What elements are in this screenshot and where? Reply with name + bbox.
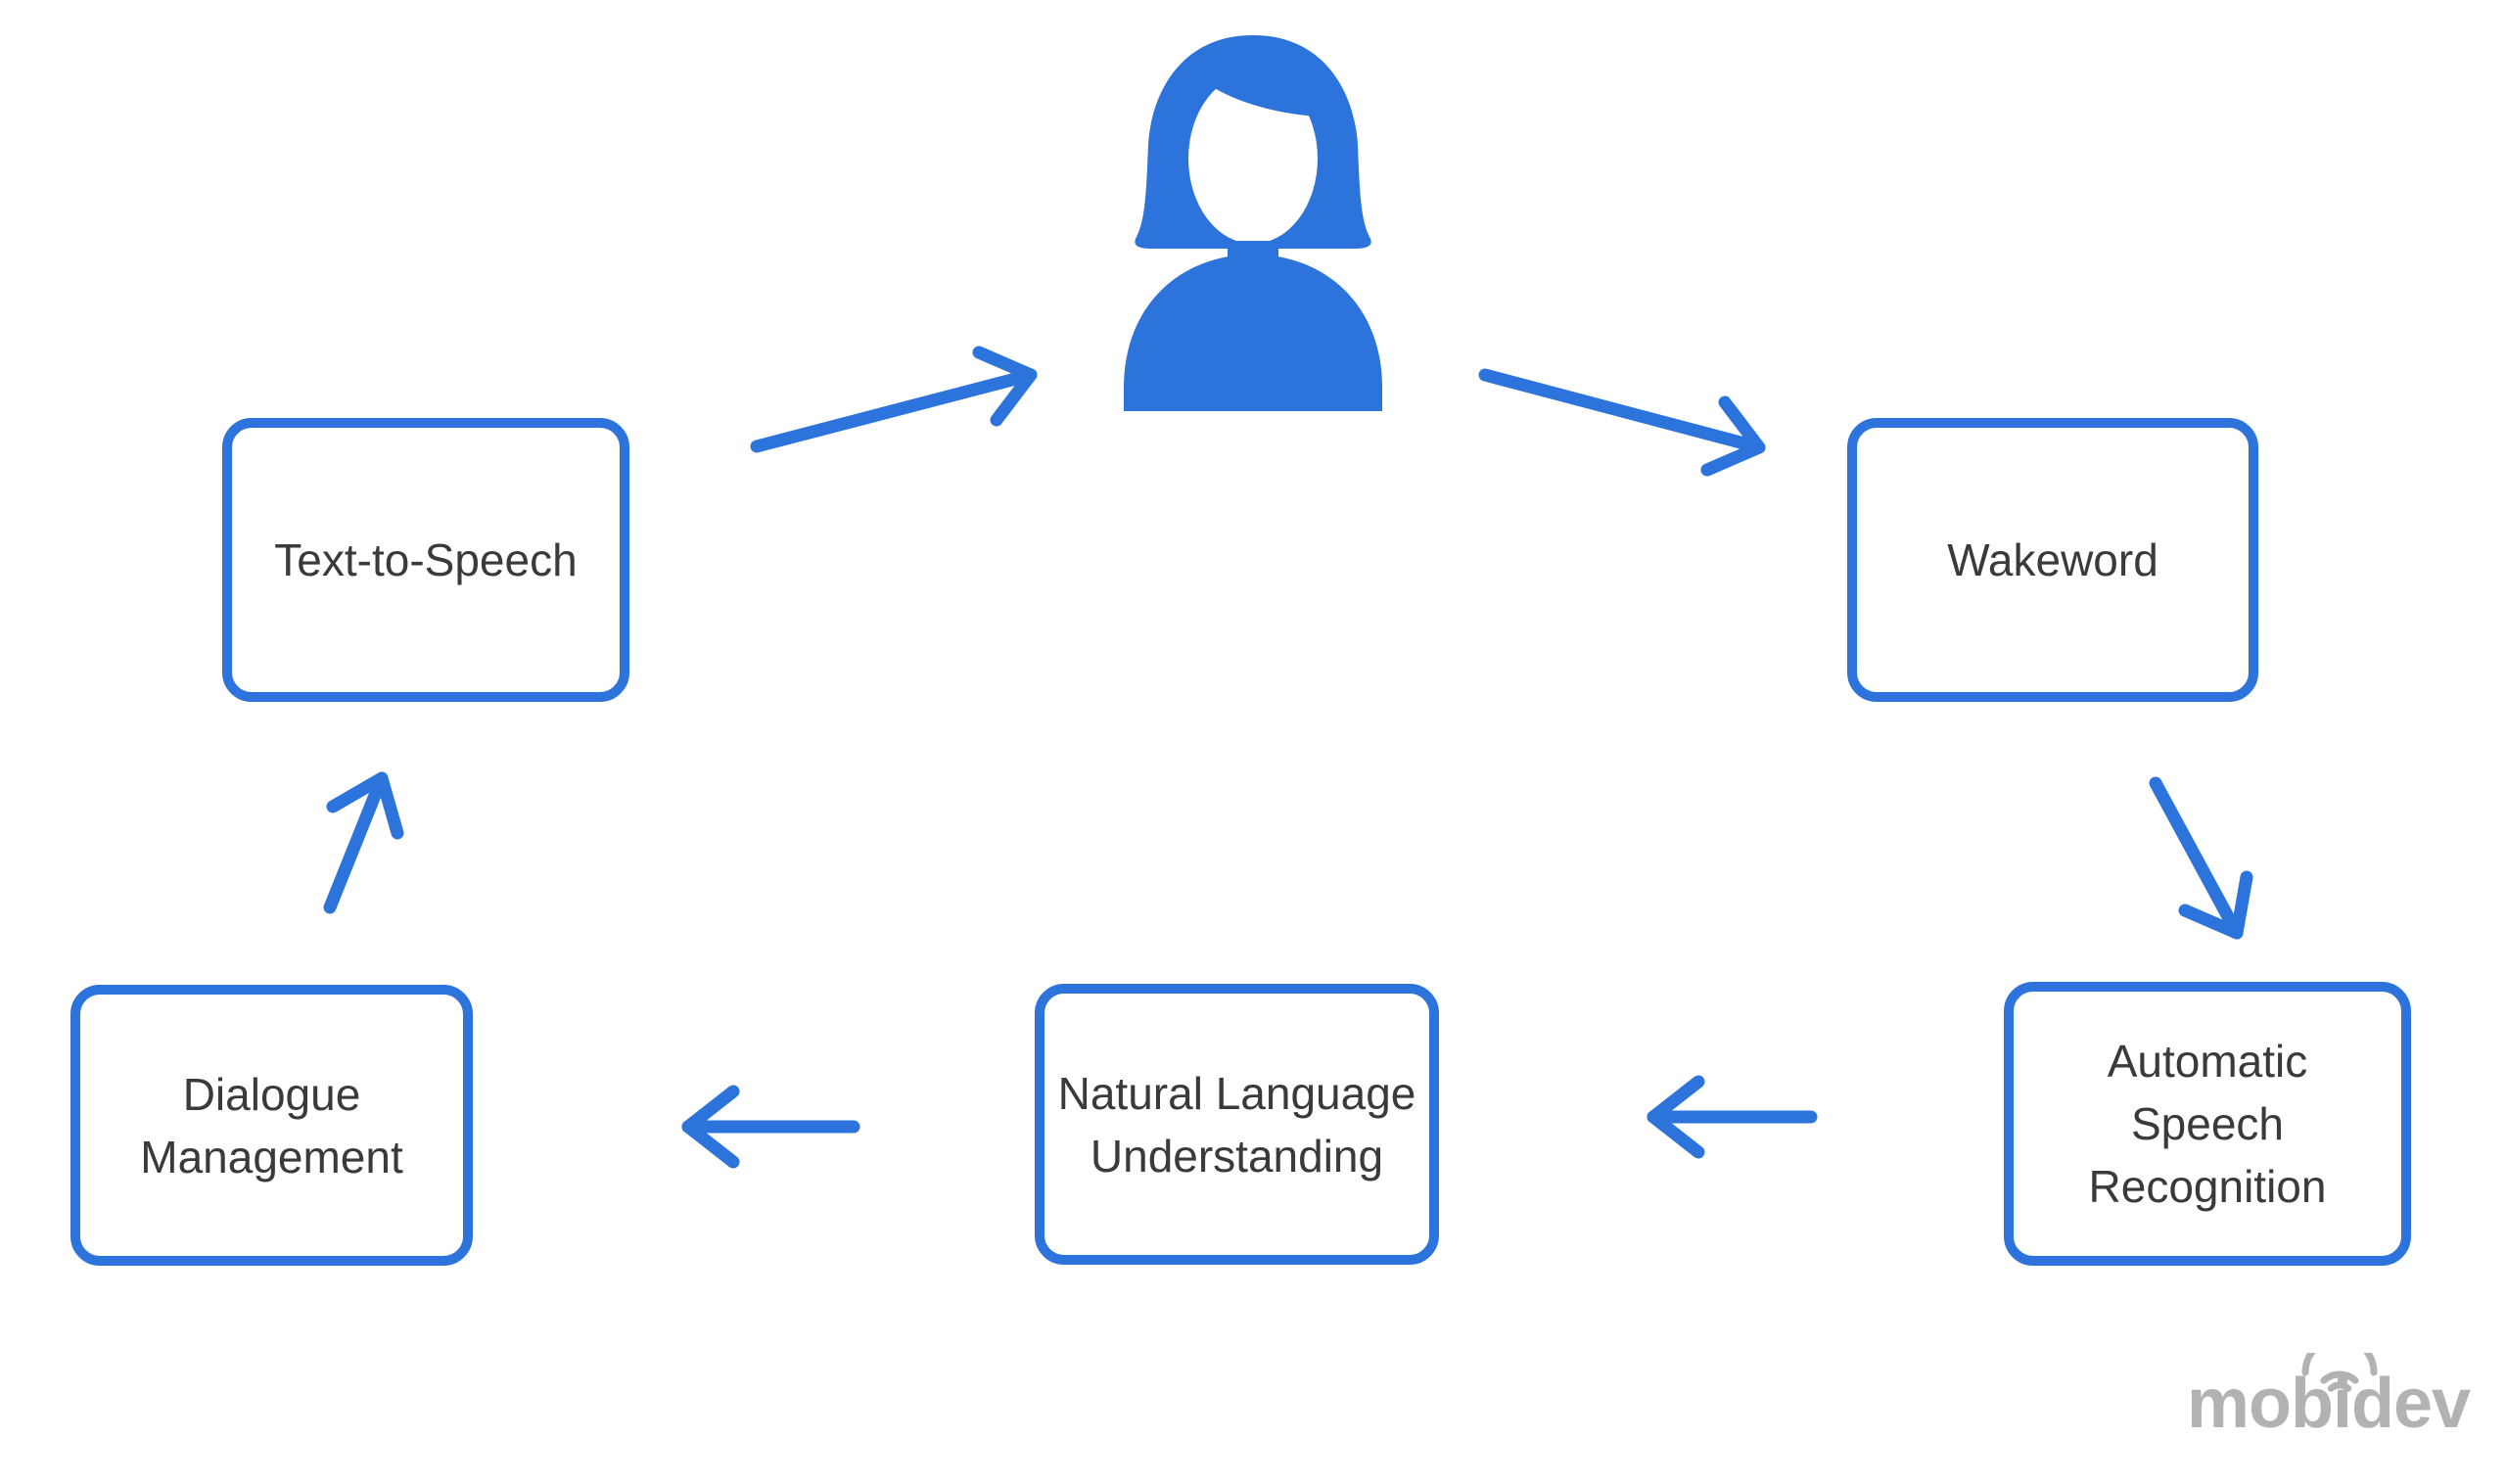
node-automatic-speech-recognition: Automatic Speech Recognition xyxy=(2004,982,2411,1266)
node-label-line: Automatic xyxy=(2107,1036,2308,1087)
node-label-line: Natural Language xyxy=(1057,1067,1416,1119)
node-label-line: Text-to-Speech xyxy=(274,534,578,585)
wifi-arcs-icon xyxy=(2301,1353,2378,1392)
node-label-line: Recognition xyxy=(2088,1161,2327,1212)
node-dialogue-management: Dialogue Management xyxy=(70,985,473,1266)
arrow-asr-to-nlu xyxy=(1647,1075,1818,1159)
node-text-to-speech: Text-to-Speech xyxy=(222,418,629,702)
node-label-line: Wakeword xyxy=(1947,534,2158,585)
node-label-line: Understanding xyxy=(1090,1130,1384,1182)
fringe-shape xyxy=(1199,51,1319,116)
arrow-wakeword-to-asr xyxy=(2149,776,2253,940)
node-label-line: Dialogue xyxy=(182,1068,361,1120)
arrow-user-to-wakeword xyxy=(1478,368,1766,477)
node-label-line: Management xyxy=(140,1131,403,1183)
node-natural-language-understanding: Natural Language Understanding xyxy=(1035,984,1439,1265)
node-wakeword: Wakeword xyxy=(1847,418,2258,702)
body-shape xyxy=(1124,255,1382,411)
node-label-line: Speech xyxy=(2130,1098,2284,1149)
arrow-dm-to-tts xyxy=(323,771,404,914)
face-shape xyxy=(1188,73,1318,244)
arrow-nlu-to-dm xyxy=(681,1085,860,1169)
mobidev-logo: mobidev xyxy=(2187,1353,2471,1439)
woman-user-icon xyxy=(1124,35,1382,411)
arrow-tts-to-user xyxy=(750,346,1038,453)
